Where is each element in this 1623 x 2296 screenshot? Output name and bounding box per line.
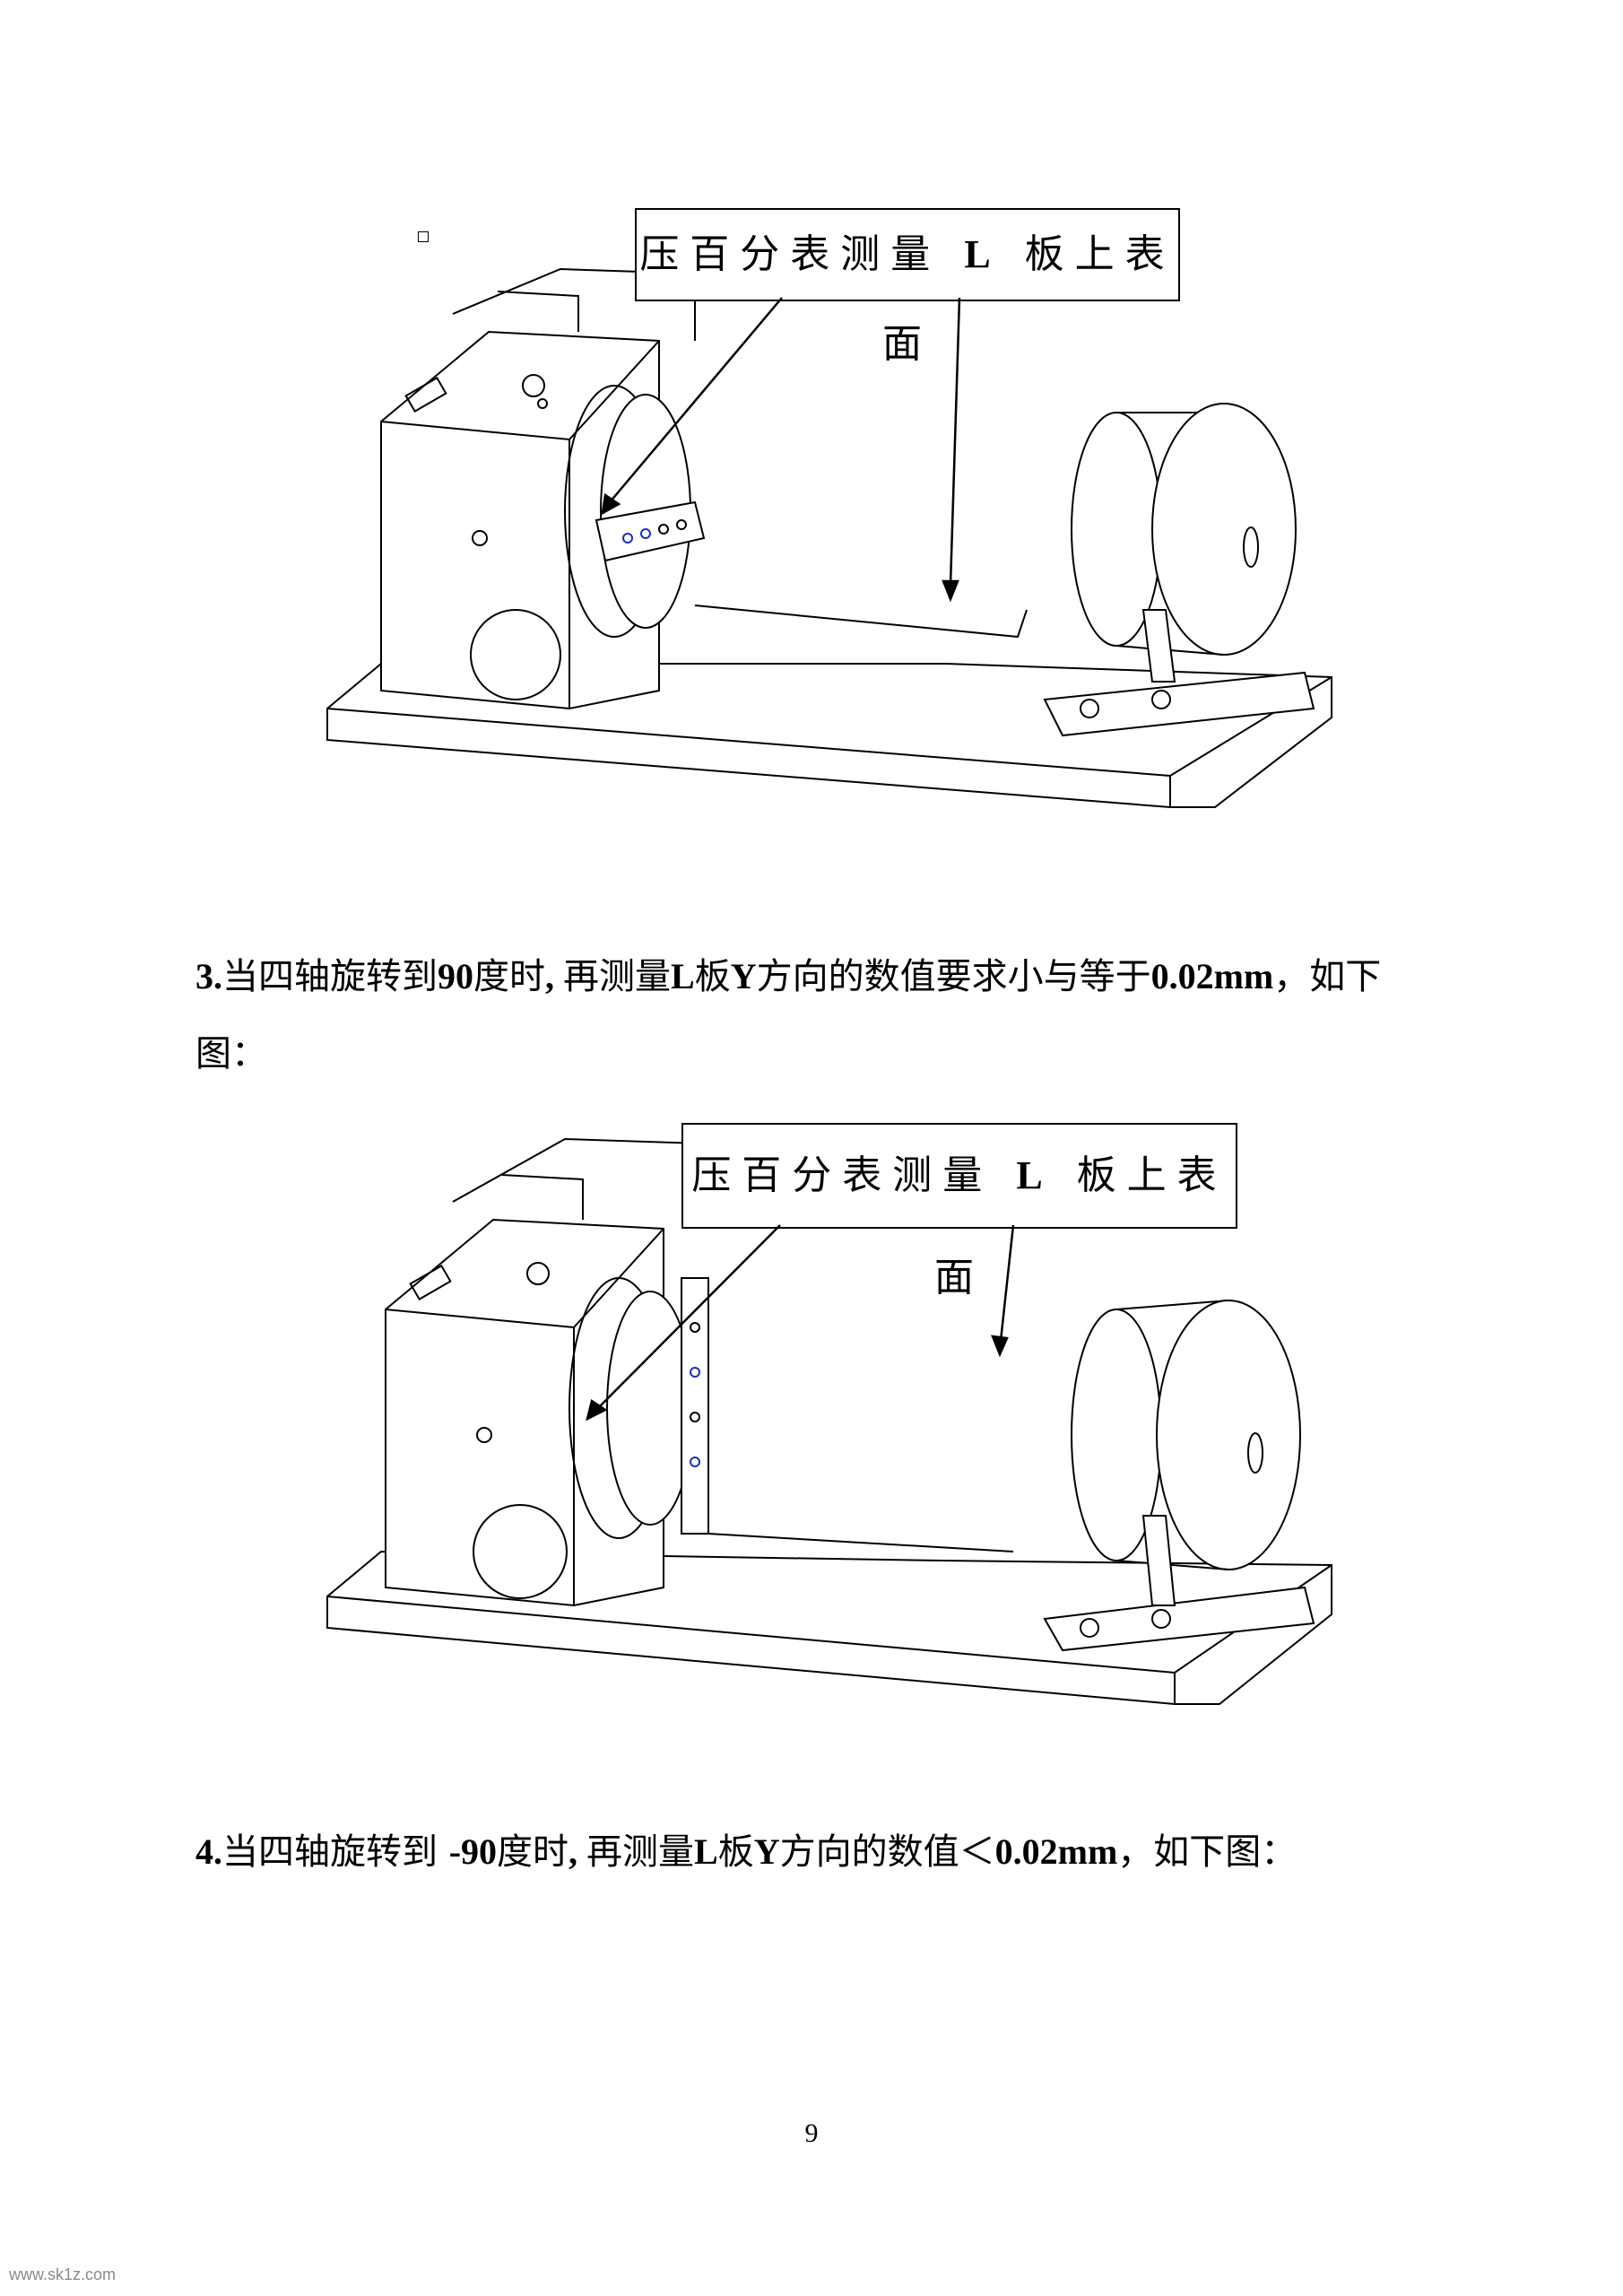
figure-2-drawing xyxy=(314,1121,1354,1749)
figure-2-arrows xyxy=(586,1224,1015,1422)
figure-1-arrows xyxy=(601,297,961,603)
step-3-line-2: 图： xyxy=(195,1033,267,1074)
step-3-line-1: 3.当四轴旋转到90度时, 再测量L板Y方向的数值要求小与等于0.02mm，如下 xyxy=(195,956,1382,997)
figure-1-drawing xyxy=(318,251,1358,825)
site-watermark: www.sk1z.com xyxy=(9,2266,117,2283)
step-3-text: 3.当四轴旋转到90度时, 再测量L板Y方向的数值要求小与等于0.02mm，如下… xyxy=(195,938,1469,1092)
figure-1-callout: 压百分表测量 L 板上表面 xyxy=(635,208,1180,367)
page-number: 9 xyxy=(804,2118,819,2148)
small-square-mark xyxy=(418,231,429,242)
step-4-text: 4.当四轴旋转到 -90度时, 再测量L板Y方向的数值＜0.02mm，如下图： xyxy=(195,1831,1298,1873)
figure-2-callout: 压百分表测量 L 板上表面 xyxy=(681,1123,1237,1300)
